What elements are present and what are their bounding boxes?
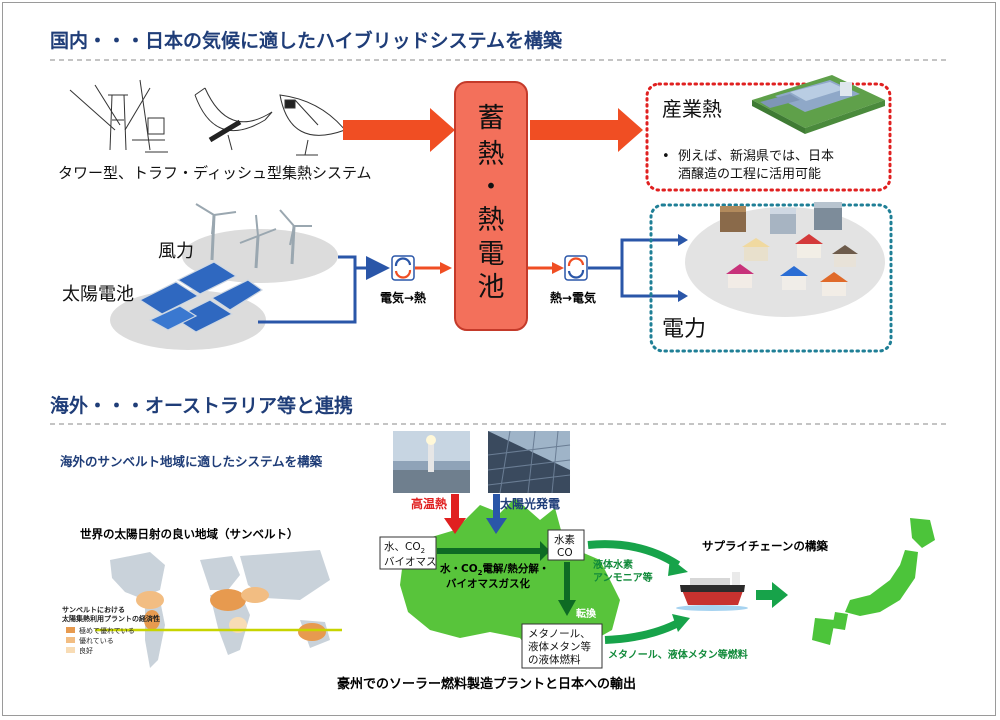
legend-item-1: 極めて優れている: [79, 626, 135, 635]
industrial-heat-title: 産業熱: [662, 97, 722, 121]
liquid-fuel-line1: メタノール、: [528, 628, 591, 640]
process-arrow: [437, 541, 550, 561]
legend-item-2: 優れている: [79, 636, 114, 645]
arrow-heat-out: [530, 108, 643, 152]
storage-char-5: 電: [478, 239, 505, 270]
wind-turbines: [195, 203, 312, 269]
converter-elec-to-heat-icon: [391, 255, 415, 281]
japan-map: [812, 518, 935, 645]
pv-power-label: 太陽光発電: [500, 496, 560, 511]
storage-char-4: 熱: [478, 205, 505, 236]
map-title: 世界の太陽日射の良い地域（サンベルト）: [80, 527, 299, 541]
liquid-fuel-line2: 液体メタン等: [528, 640, 591, 653]
arrow-heat-in: [343, 108, 455, 152]
arrow-methanol-export: [604, 618, 682, 644]
arrowhead-power-2: [678, 290, 688, 302]
legend-swatch-3: [66, 647, 75, 653]
power-box: [649, 203, 893, 353]
factory-illustration: [752, 75, 885, 134]
overseas-subheading: 海外のサンベルト地域に適したシステムを構築: [60, 454, 323, 469]
methanol-export-label: メタノール、液体メタン等燃料: [608, 648, 748, 661]
arrowhead-liquid-h2: [668, 558, 688, 576]
conversion-label: 転換: [576, 607, 597, 620]
arrow-to-japan: [756, 582, 788, 608]
industrial-heat-line1: 例えば、新潟県では、日本: [678, 148, 834, 164]
storage-char-1: 蓄: [478, 103, 505, 134]
legend-swatch-1: [66, 627, 75, 633]
arrowhead-power-1: [678, 234, 688, 246]
converter-elec-to-heat-label: 電気→熱: [380, 290, 426, 305]
process-label-1: 水・CO2電解/熱分解・: [439, 562, 549, 577]
bottom-caption: 豪州でのソーラー燃料製造プラントと日本への輸出: [337, 676, 636, 692]
input-box-line1: 水、CO2: [384, 541, 425, 555]
domestic-heading: 国内・・・日本の気候に適したハイブリッドシステムを構築: [50, 29, 563, 52]
pv-array-photo: [487, 430, 571, 494]
conversion-arrow: [558, 562, 576, 616]
tanker-ship: [676, 572, 748, 611]
converter-heat-to-elec-label: 熱→電気: [550, 290, 596, 305]
supply-chain-label: サプライチェーンの構築: [702, 539, 828, 553]
storage-char-3: ・: [478, 172, 505, 203]
process-label-2: バイオマスガス化: [446, 577, 530, 590]
storage-char-6: 池: [478, 272, 505, 303]
liquid-h2-line1: 液体水素: [593, 558, 633, 571]
storage-char-2: 熱: [478, 139, 505, 170]
liquid-fuel-line3: の液体燃料: [528, 653, 581, 666]
csp-caption: タワー型、トラフ・ディッシュ型集熱システム: [58, 164, 372, 182]
csp-sketch: [69, 79, 346, 156]
power-label: 電力: [662, 317, 706, 342]
wind-label: 風力: [158, 241, 194, 262]
csp-plant-photo: [393, 431, 470, 493]
converter-heat-to-elec-icon: [564, 255, 588, 281]
industrial-heat-line2: 酒醸造の工程に活用可能: [678, 167, 821, 182]
arrow-pv-power: [486, 494, 507, 534]
arrowhead-methanol-export: [672, 614, 690, 632]
h2-co-box: [547, 529, 585, 561]
arrow-high-temp-heat: [444, 494, 466, 534]
input-box: [379, 536, 437, 570]
legend-item-3: 良好: [79, 646, 93, 655]
thermal-storage-box: [454, 81, 528, 331]
liquid-h2-line2: アンモニア等: [593, 571, 653, 584]
industrial-heat-box: [645, 82, 892, 192]
legend-swatch-2: [66, 637, 75, 643]
high-temp-heat-label: 高温熱: [411, 496, 447, 511]
town-illustration: [720, 202, 858, 296]
h2-co-line1: 水素: [554, 533, 575, 546]
arrowhead-to-storage: [440, 262, 452, 274]
australia-map: [400, 498, 620, 652]
solar-label: 太陽電池: [62, 284, 134, 305]
legend-title-2: 太陽集熱利用プラントの経済性: [62, 614, 160, 623]
input-box-line2: バイオマス: [384, 556, 437, 568]
h2-co-line2: CO: [557, 547, 573, 559]
industrial-heat-bullet: •: [662, 149, 670, 164]
solar-panels: [138, 261, 264, 333]
legend-title-1: サンベルトにおける: [62, 605, 125, 614]
arrowhead-to-converter-2: [552, 262, 564, 274]
overseas-heading: 海外・・・オーストラリア等と連携: [50, 394, 353, 417]
power-distribution-lines: [588, 238, 682, 298]
liquid-fuel-box: [521, 623, 603, 669]
wind-solar-line: [258, 255, 357, 324]
